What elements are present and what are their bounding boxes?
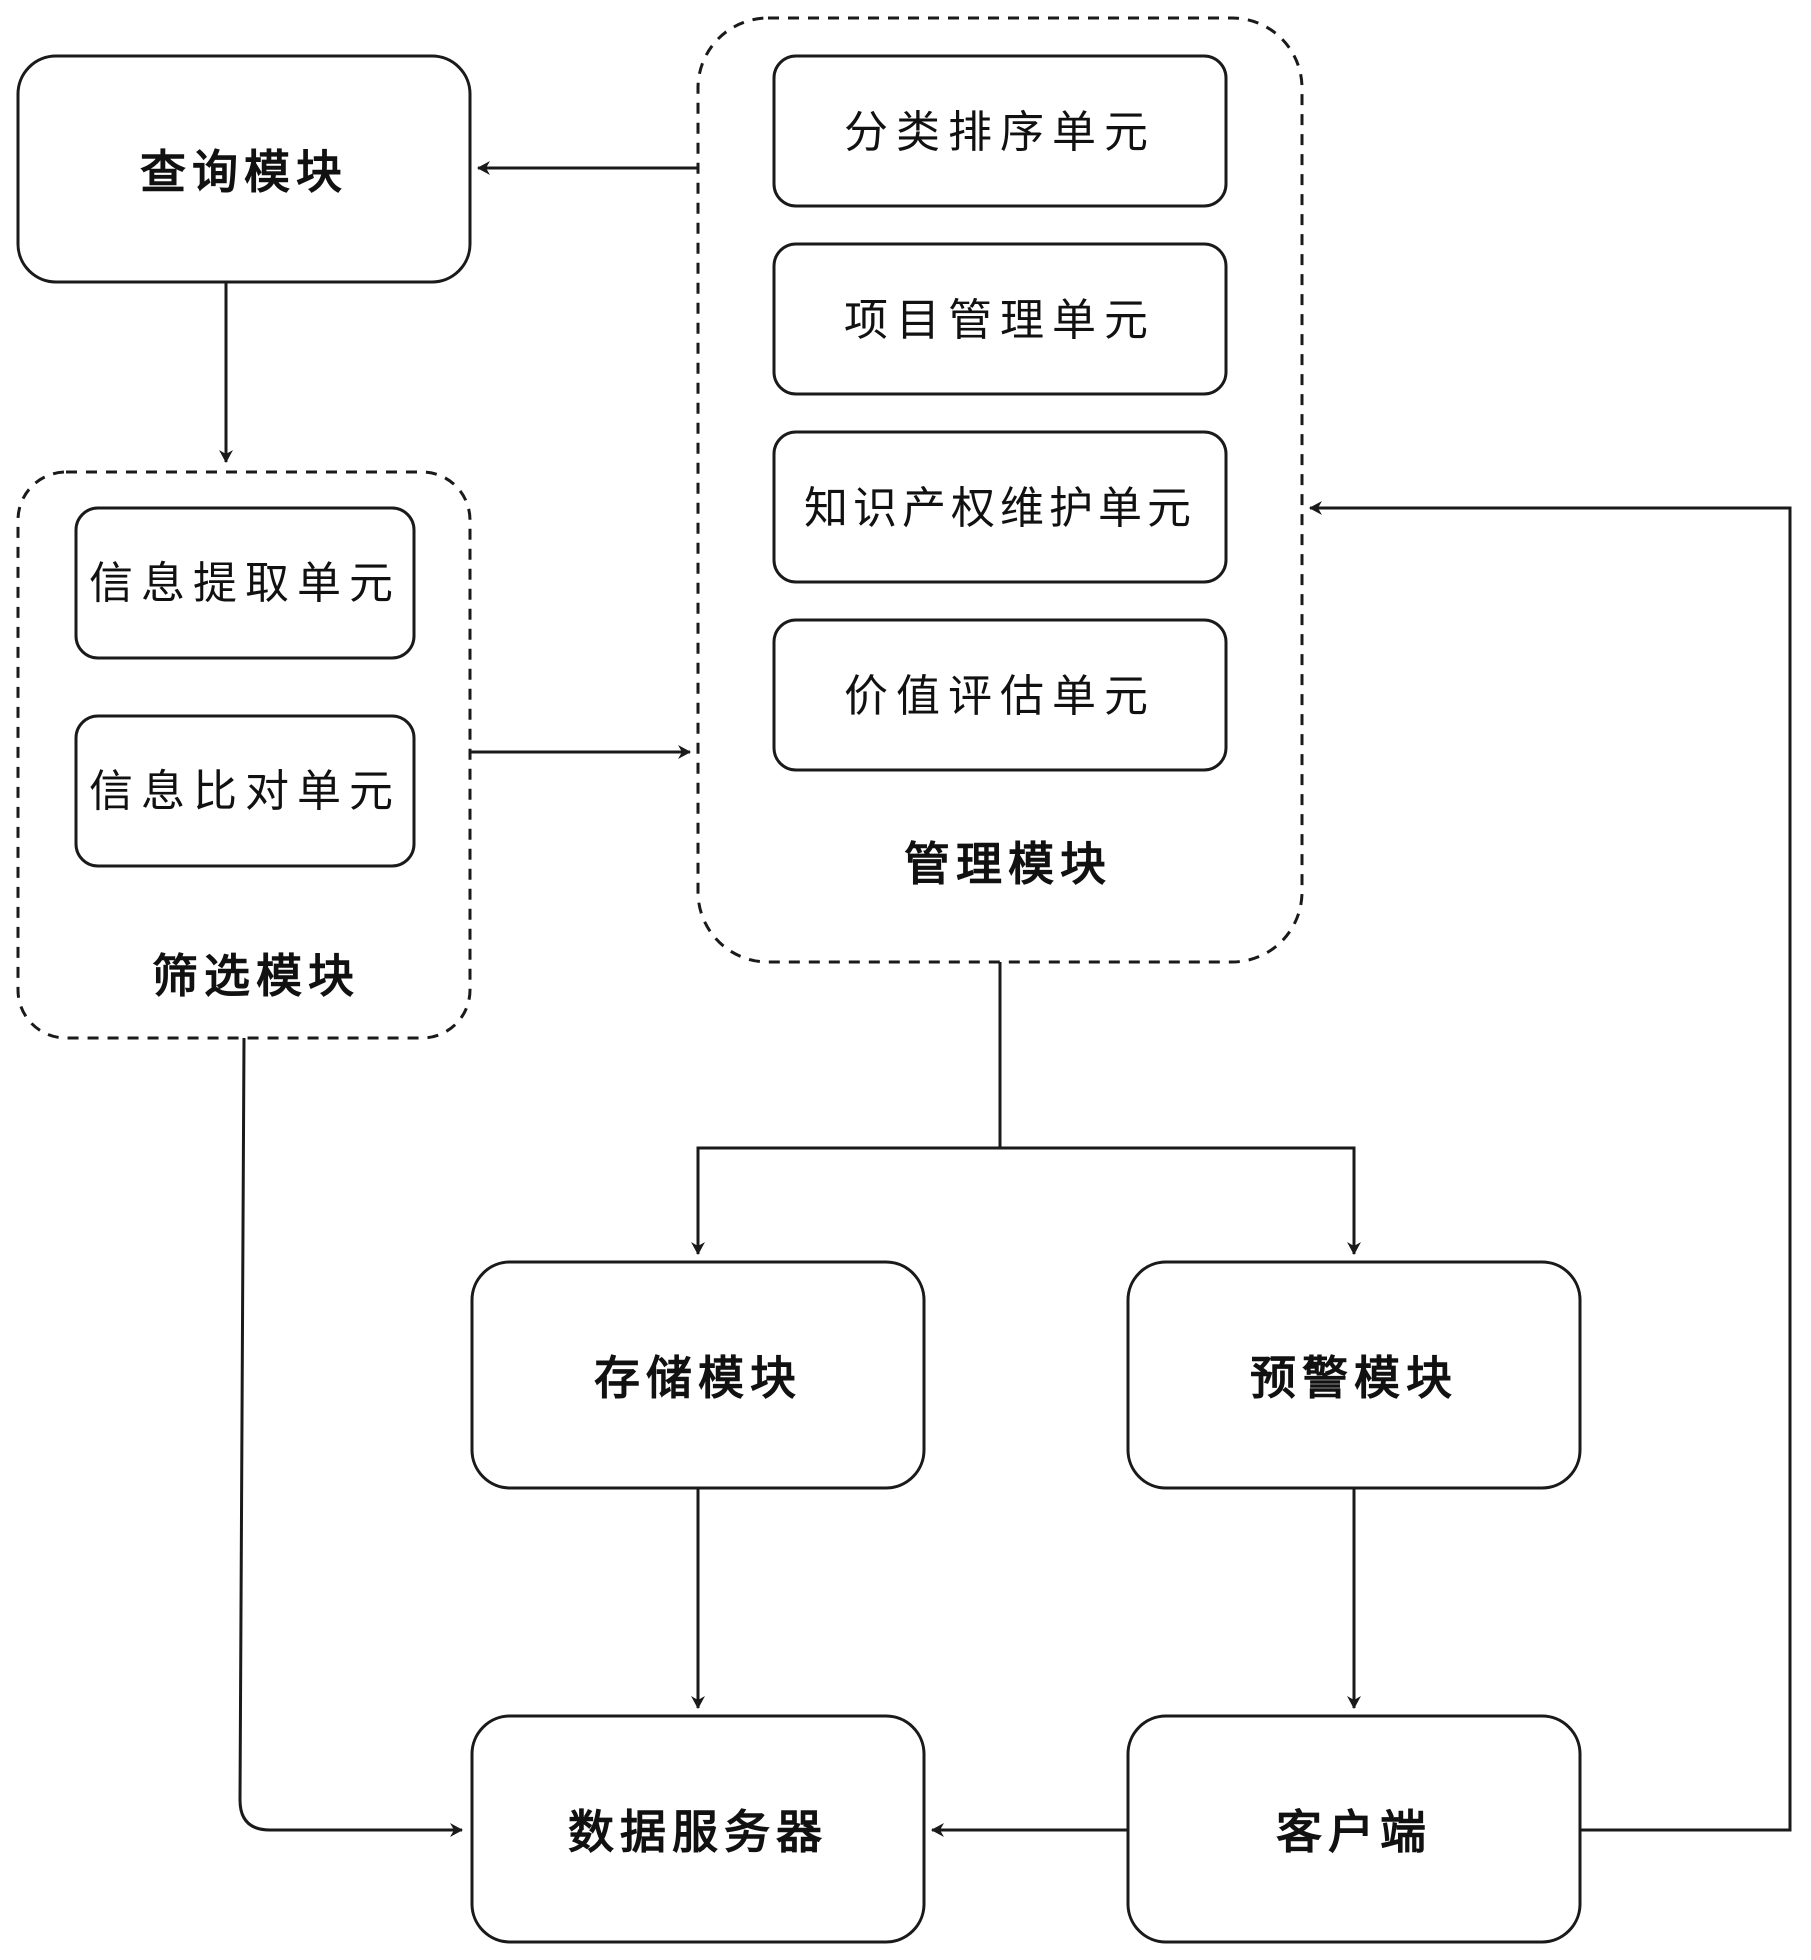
- filter-module-label: 筛选模块: [152, 949, 360, 1003]
- storage-module: 存储模块: [470, 1260, 926, 1490]
- manage-unit-classify-sort: 分类排序单元: [772, 54, 1228, 208]
- filter-unit-extract-label: 信息提取单元: [89, 558, 401, 609]
- arrow-filter-to-data-server: [238, 1037, 463, 1837]
- manage-unit-ip-maintenance: 知识产权维护单元: [772, 430, 1228, 584]
- warning-module: 预警模块: [1126, 1260, 1582, 1490]
- filter-unit-compare-label: 信息比对单元: [89, 766, 401, 817]
- arrow-manage-to-storage: [691, 1146, 1000, 1255]
- manage-unit-ip-maintenance-label: 知识产权维护单元: [804, 483, 1196, 534]
- warning-module-label: 预警模块: [1250, 1351, 1458, 1405]
- arrow-client-to-manage: [1309, 501, 1792, 1832]
- manage-unit-project: 项目管理单元: [772, 242, 1228, 396]
- data-server-label: 数据服务器: [568, 1805, 828, 1859]
- manage-unit-classify-sort-label: 分类排序单元: [844, 107, 1156, 158]
- manage-unit-project-label: 项目管理单元: [844, 295, 1156, 346]
- filter-unit-extract: 信息提取单元: [74, 506, 416, 660]
- manage-unit-value-assessment-label: 价值评估单元: [844, 671, 1156, 722]
- data-server: 数据服务器: [470, 1714, 926, 1944]
- client-label: 客户端: [1276, 1805, 1432, 1859]
- client: 客户端: [1126, 1714, 1582, 1944]
- query-module: 查询模块: [16, 54, 472, 284]
- storage-module-label: 存储模块: [594, 1351, 802, 1405]
- filter-module: 筛选模块: [16, 470, 472, 1040]
- filter-unit-compare: 信息比对单元: [74, 714, 416, 868]
- arrow-manage-to-warning: [1000, 1146, 1361, 1255]
- manage-module: 管理模块: [696, 16, 1304, 964]
- manage-unit-value-assessment: 价值评估单元: [772, 618, 1228, 772]
- query-module-label: 查询模块: [140, 145, 348, 199]
- manage-module-label: 管理模块: [904, 837, 1112, 891]
